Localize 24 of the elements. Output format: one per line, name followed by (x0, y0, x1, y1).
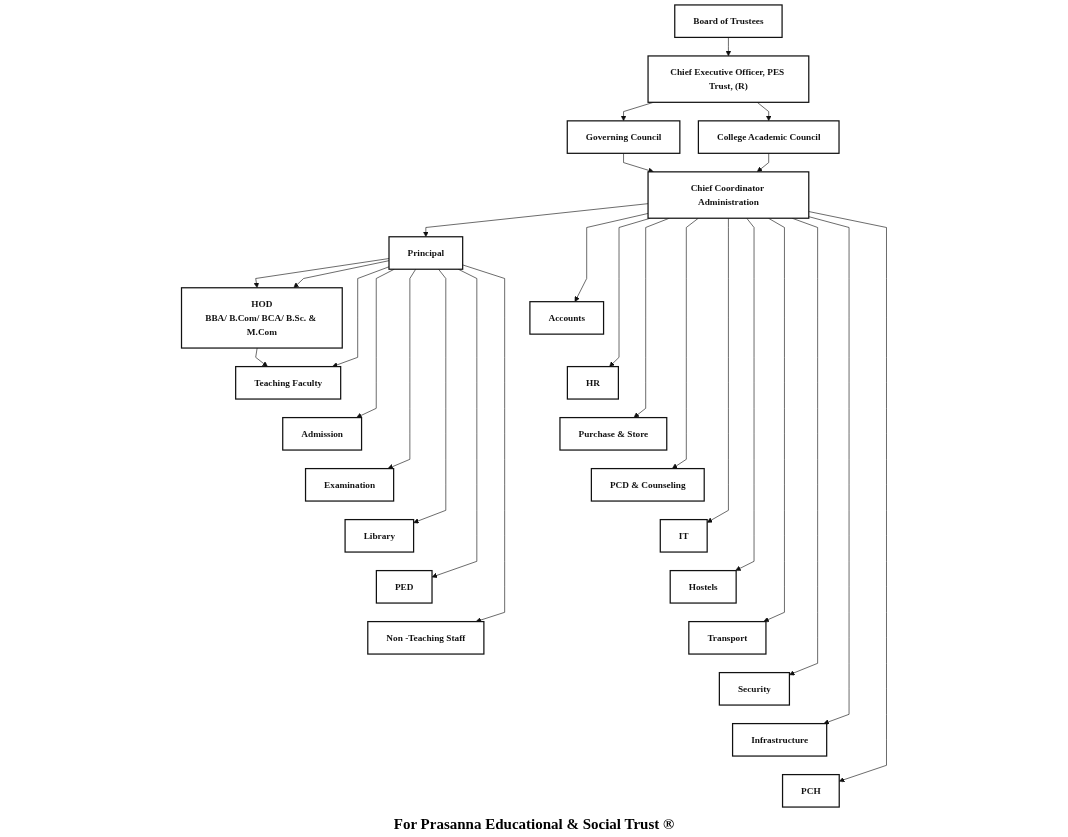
node-box: Security (718, 672, 791, 706)
node-box: College Academic Council (697, 120, 840, 154)
node-box: PCD & Counseling (590, 467, 705, 502)
node-box: Purchase & Store (559, 416, 668, 451)
node-box: Governing Council (566, 120, 681, 154)
node-box: Teaching Faculty (235, 365, 342, 400)
node-box: Admission (282, 416, 363, 451)
node-box: HOD BBA/ B.Com/ BCA/ B.Sc. & M.Com (180, 287, 343, 349)
node-box: IT (659, 518, 708, 553)
node-box: HR (566, 365, 619, 400)
node-box: Hostels (669, 569, 737, 604)
node-box: Non -Teaching Staff (367, 621, 485, 655)
node-box: PCH (781, 774, 840, 808)
stamp-text: For Prasanna Educational & Social Trust ® (392, 815, 676, 834)
node-box: Chief Executive Officer, PES Trust, (R) (647, 55, 810, 103)
node-box: Library (344, 518, 415, 553)
node-box: Transport (688, 621, 767, 655)
node-box: Chief Coordinator Administration (647, 171, 810, 219)
node-box: Principal (388, 236, 464, 270)
node-box: Accounts (529, 301, 605, 335)
node-box: PED (375, 569, 433, 604)
node-box: Board of Trustees (674, 4, 783, 38)
node-box: Examination (304, 467, 395, 502)
node-box: Infrastructure (731, 723, 828, 757)
